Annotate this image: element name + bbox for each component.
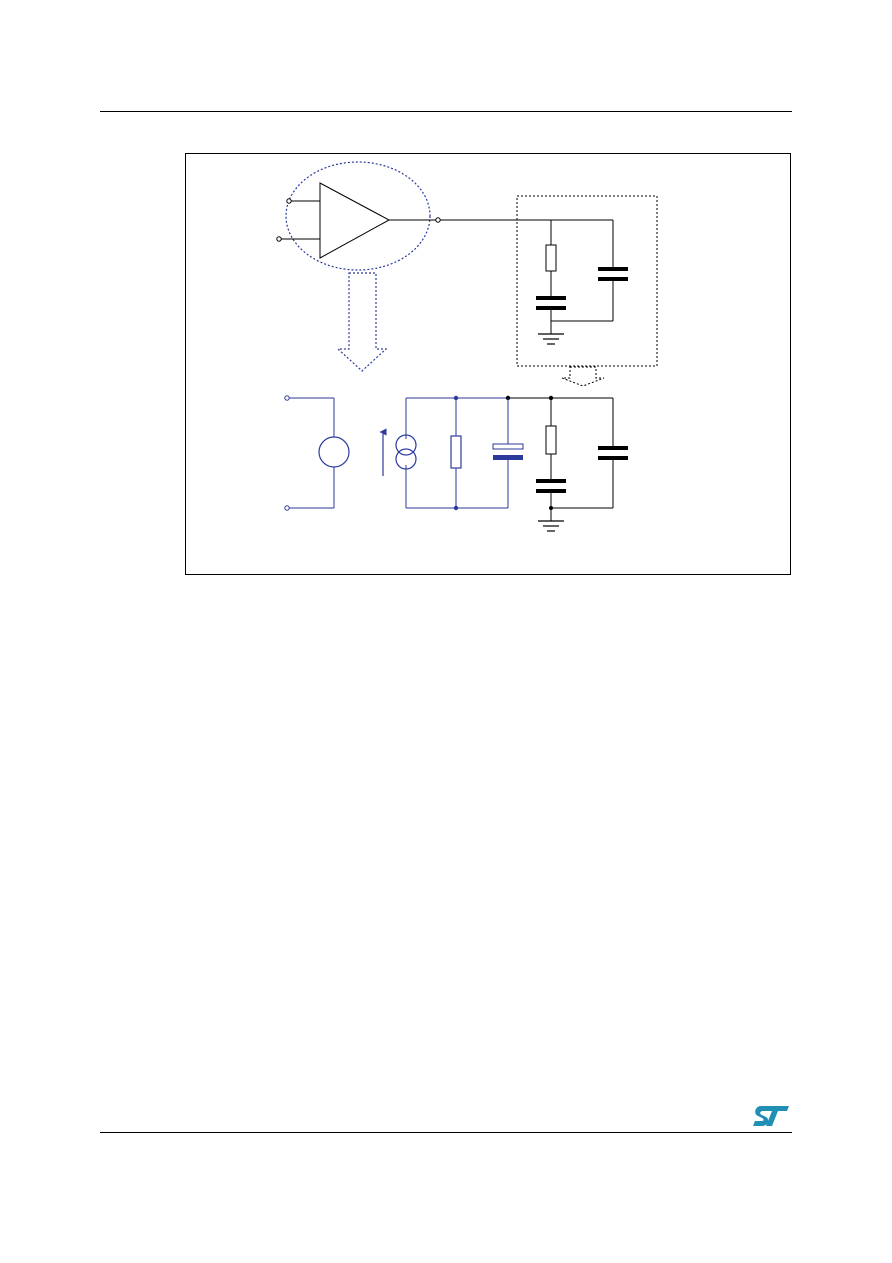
load-dashed-box	[516, 195, 658, 367]
eq-load-capacitor-series-plate-1	[536, 479, 566, 483]
load-capacitor-series-plate-2	[536, 306, 566, 310]
circuit-diagram	[276, 161, 658, 532]
load-capacitor-parallel-plate-1	[598, 267, 628, 271]
eq-load-capacitor-series-plate-2	[536, 489, 566, 493]
load-capacitor-series-plate-1	[536, 296, 566, 300]
output-capacitor-plate-1	[492, 443, 524, 450]
op-amp-triangle	[319, 182, 391, 259]
input-terminal-minus	[276, 236, 282, 242]
eq-load-capacitor-parallel-plate-1	[598, 446, 628, 450]
eq-input-terminal-top	[284, 395, 290, 401]
eq-load-capacitor-parallel-plate-2	[598, 456, 628, 460]
eq-load-resistor	[545, 425, 557, 455]
load-network-top	[516, 195, 658, 367]
output-resistor	[450, 435, 462, 469]
eq-input-terminal-bottom	[284, 505, 290, 511]
equivalent-circuit	[284, 395, 628, 532]
down-arrow-icon-left	[336, 272, 388, 372]
load-capacitor-parallel-plate-2	[598, 277, 628, 281]
down-arrow-icon-right	[561, 366, 605, 387]
header-rule	[100, 111, 792, 112]
st-logo-icon	[753, 1106, 789, 1126]
input-terminal-plus	[286, 198, 292, 204]
load-resistor	[545, 244, 557, 272]
figure-frame	[185, 153, 791, 575]
op-amp-highlight-ellipse	[285, 161, 431, 271]
output-capacitor-plate-2	[493, 455, 523, 460]
op-amp-group	[276, 161, 613, 271]
output-terminal	[435, 217, 441, 223]
input-voltage-sensor	[318, 436, 350, 468]
footer-rule	[100, 1132, 792, 1133]
ground-icon	[538, 333, 564, 345]
current-source-icon	[395, 434, 417, 470]
eq-ground-icon	[538, 520, 564, 532]
